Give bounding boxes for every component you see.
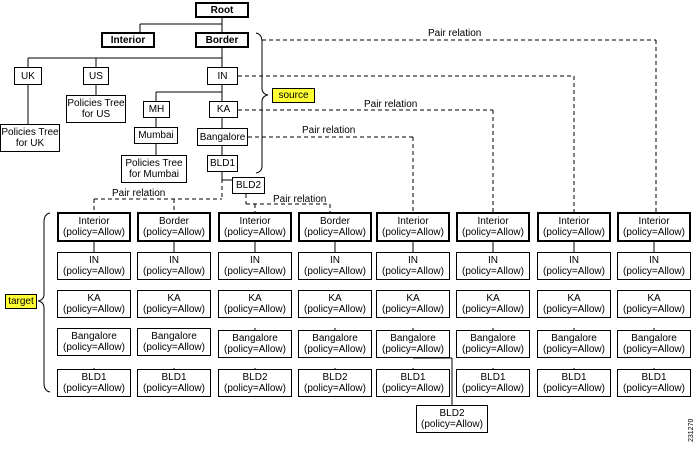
col8-row5: BLD1 (policy=Allow) (617, 369, 691, 397)
col5-row2: IN (policy=Allow) (376, 252, 450, 280)
root-node: Root (195, 2, 249, 18)
col5-extra-bld2: BLD2 (policy=Allow) (416, 405, 488, 433)
col3-row3: KA (policy=Allow) (218, 290, 292, 318)
col8-row3: KA (policy=Allow) (617, 290, 691, 318)
col4-row4: Bangalore (policy=Allow) (298, 330, 372, 358)
col8-row4: Bangalore (policy=Allow) (617, 330, 691, 358)
in-node: IN (207, 67, 238, 85)
col5-row4: Bangalore (policy=Allow) (376, 330, 450, 358)
bld1-node: BLD1 (207, 155, 238, 172)
col7-row3: KA (policy=Allow) (537, 290, 611, 318)
bangalore-node: Bangalore (197, 128, 248, 146)
pair-relation-label-4: Pair relation (112, 188, 166, 199)
col3-row4: Bangalore (policy=Allow) (218, 330, 292, 358)
pair-relation-label-3: Pair relation (302, 125, 356, 136)
col2-row3: KA (policy=Allow) (137, 290, 211, 318)
col1-row4: Bangalore (policy=Allow) (57, 328, 131, 356)
col1-row3: KA (policy=Allow) (57, 290, 131, 318)
col1-row2: IN (policy=Allow) (57, 252, 131, 280)
source-label: source (272, 88, 315, 103)
col2-row1: Border (policy=Allow) (137, 212, 211, 242)
col4-row2: IN (policy=Allow) (298, 252, 372, 280)
col5-row1: Interior (policy=Allow) (376, 212, 450, 242)
col6-row3: KA (policy=Allow) (456, 290, 530, 318)
pair-relation-label-1: Pair relation (428, 28, 482, 39)
col2-row5: BLD1 (policy=Allow) (137, 369, 211, 397)
col1-row5: BLD1 (policy=Allow) (57, 369, 131, 397)
pair-relation-label-2: Pair relation (364, 99, 418, 110)
us-node: US (83, 67, 109, 85)
col2-row2: IN (policy=Allow) (137, 252, 211, 280)
col5-row5: BLD1 (policy=Allow) (376, 369, 450, 397)
col2-row4: Bangalore (policy=Allow) (137, 328, 211, 356)
uk-node: UK (14, 67, 42, 85)
border-node: Border (195, 32, 249, 48)
col4-row1: Border (policy=Allow) (298, 212, 372, 242)
col5-row3: KA (policy=Allow) (376, 290, 450, 318)
ka-node: KA (209, 101, 238, 118)
policies-tree-us: Policies Tree for US (66, 95, 126, 123)
bld2-node: BLD2 (232, 177, 265, 194)
col1-row1: Interior (policy=Allow) (57, 212, 131, 242)
col4-row5: BLD2 (policy=Allow) (298, 369, 372, 397)
col6-row4: Bangalore (policy=Allow) (456, 330, 530, 358)
col6-row1: Interior (policy=Allow) (456, 212, 530, 242)
col7-row4: Bangalore (policy=Allow) (537, 330, 611, 358)
policies-tree-mumbai: Policies Tree for Mumbai (121, 155, 187, 183)
col7-row2: IN (policy=Allow) (537, 252, 611, 280)
target-label: target (5, 294, 37, 309)
mh-node: MH (143, 101, 170, 118)
col4-row3: KA (policy=Allow) (298, 290, 372, 318)
col6-row5: BLD1 (policy=Allow) (456, 369, 530, 397)
mumbai-node: Mumbai (134, 127, 178, 144)
col7-row5: BLD1 (policy=Allow) (537, 369, 611, 397)
col3-row5: BLD2 (policy=Allow) (218, 369, 292, 397)
col3-row2: IN (policy=Allow) (218, 252, 292, 280)
col6-row2: IN (policy=Allow) (456, 252, 530, 280)
policies-tree-uk: Policies Tree for UK (0, 124, 60, 152)
col8-row2: IN (policy=Allow) (617, 252, 691, 280)
col8-row1: Interior (policy=Allow) (617, 212, 691, 242)
pair-relation-label-5: Pair relation (273, 194, 327, 205)
figure-id: 231270 (688, 418, 695, 442)
col7-row1: Interior (policy=Allow) (537, 212, 611, 242)
interior-node: Interior (101, 32, 155, 48)
col3-row1: Interior (policy=Allow) (218, 212, 292, 242)
